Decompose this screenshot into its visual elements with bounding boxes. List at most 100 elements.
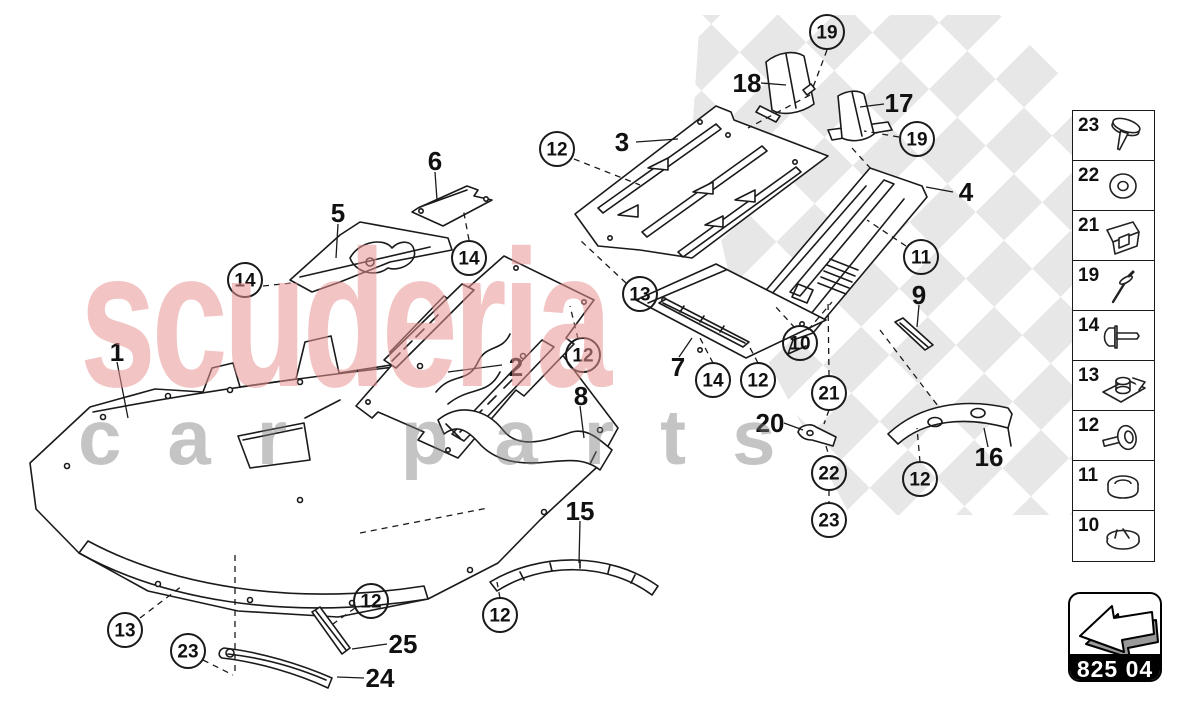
legend-item-number: 12: [1078, 415, 1100, 436]
back-arrow-icon: [1079, 605, 1159, 659]
part-label-16[interactable]: 16: [975, 442, 1004, 472]
callout-circle-14[interactable]: 14: [695, 362, 731, 398]
fastener-legend: 23 22 21 19 14 13 12 11 10: [1072, 110, 1155, 562]
part-label-25[interactable]: 25: [389, 629, 418, 659]
callout-circle-11[interactable]: 11: [903, 239, 939, 275]
part-strip-8: [437, 409, 613, 471]
part-label-7[interactable]: 7: [671, 352, 685, 382]
fastener-dots: [63, 352, 604, 607]
legend-item-number: 13: [1078, 365, 1100, 386]
legend-item-11[interactable]: 11: [1072, 460, 1155, 512]
svg-text:22: 22: [818, 464, 839, 485]
push-rivet-icon: [1093, 116, 1153, 163]
part-strip-9: [894, 317, 934, 351]
clip-nut-icon: [1093, 216, 1153, 263]
grommet-icon: [1093, 466, 1153, 513]
legend-item-number: 23: [1078, 115, 1100, 136]
legend-item-number: 21: [1078, 215, 1100, 236]
legend-item-22[interactable]: 22: [1072, 160, 1155, 212]
part-label-2[interactable]: 2: [509, 352, 523, 382]
part-label-20[interactable]: 20: [756, 408, 785, 438]
part-label-8[interactable]: 8: [574, 381, 588, 411]
legend-item-number: 22: [1078, 165, 1100, 186]
svg-text:12: 12: [360, 592, 381, 613]
callout-circle-12[interactable]: 12: [539, 131, 575, 167]
legend-item-23[interactable]: 23: [1072, 110, 1155, 162]
callout-circle-14[interactable]: 14: [451, 240, 487, 276]
washer-icon: [1093, 166, 1153, 213]
part-strip-15: [489, 559, 659, 596]
part-panel-4: [755, 167, 928, 355]
legend-item-number: 19: [1078, 265, 1100, 286]
legend-item-number: 11: [1078, 465, 1099, 486]
callout-circle-19[interactable]: 19: [809, 14, 845, 50]
dashed-leader-lines: [139, 49, 939, 676]
section-code-box[interactable]: 825 04: [1068, 592, 1162, 682]
svg-text:10: 10: [789, 334, 810, 355]
part-strip-24: [218, 647, 333, 689]
part-label-5[interactable]: 5: [331, 198, 345, 228]
legend-item-14[interactable]: 14: [1072, 310, 1155, 362]
callout-circle-12[interactable]: 12: [482, 597, 518, 633]
callout-circle-22[interactable]: 22: [811, 455, 847, 491]
callout-circle-14[interactable]: 14: [227, 262, 263, 298]
callout-circle-12[interactable]: 12: [353, 583, 389, 619]
callout-circle-12[interactable]: 12: [565, 337, 601, 373]
svg-text:12: 12: [572, 346, 593, 367]
part-label-1[interactable]: 1: [110, 337, 124, 367]
plug-icon: [1093, 516, 1153, 563]
part-bracket-16: [887, 402, 1013, 447]
svg-text:21: 21: [818, 384, 840, 405]
callout-circle-23[interactable]: 23: [811, 502, 847, 538]
legend-item-number: 10: [1078, 515, 1100, 536]
callout-circle-13[interactable]: 13: [622, 276, 658, 312]
callout-circle-13[interactable]: 13: [107, 612, 143, 648]
callout-circle-10[interactable]: 10: [782, 325, 818, 361]
part-panel-5: [289, 221, 453, 293]
part-label-6[interactable]: 6: [428, 146, 442, 176]
part-label-18[interactable]: 18: [733, 68, 762, 98]
svg-text:19: 19: [816, 23, 837, 44]
legend-item-19[interactable]: 19: [1072, 260, 1155, 312]
part-label-4[interactable]: 4: [959, 177, 974, 207]
svg-text:12: 12: [747, 371, 768, 392]
label-leader-lines: [116, 82, 989, 679]
part-bracket-18: [755, 51, 816, 123]
svg-text:19: 19: [906, 130, 927, 151]
svg-text:14: 14: [702, 371, 724, 392]
svg-text:12: 12: [546, 140, 567, 161]
svg-text:13: 13: [114, 621, 135, 642]
legend-item-10[interactable]: 10: [1072, 510, 1155, 562]
cage-clip-icon: [1093, 366, 1153, 413]
svg-text:14: 14: [458, 249, 480, 270]
svg-text:14: 14: [234, 271, 256, 292]
part-strip-25: [311, 606, 351, 655]
legend-item-12[interactable]: 12: [1072, 410, 1155, 462]
part-label-9[interactable]: 9: [912, 280, 926, 310]
section-arrow-area: [1070, 594, 1160, 659]
part-panel-3: [574, 105, 829, 259]
svg-text:12: 12: [489, 606, 510, 627]
part-label-3[interactable]: 3: [615, 127, 629, 157]
svg-text:23: 23: [818, 511, 839, 532]
callout-circle-23[interactable]: 23: [170, 633, 206, 669]
svg-text:11: 11: [911, 248, 932, 269]
callout-circle-21[interactable]: 21: [811, 375, 847, 411]
callout-circle-19[interactable]: 19: [899, 121, 935, 157]
svg-text:13: 13: [629, 285, 650, 306]
flange-screw-icon: [1093, 416, 1153, 463]
part-bracket-17: [827, 90, 893, 142]
legend-item-13[interactable]: 13: [1072, 360, 1155, 412]
legend-item-21[interactable]: 21: [1072, 210, 1155, 262]
callout-circle-12[interactable]: 12: [902, 461, 938, 497]
part-label-15[interactable]: 15: [566, 496, 595, 526]
svg-text:23: 23: [177, 642, 198, 663]
part-label-17[interactable]: 17: [885, 88, 914, 118]
part-bracket-20: [797, 424, 837, 447]
part-strip-7: [658, 298, 750, 348]
callout-circle-12[interactable]: 12: [740, 362, 776, 398]
part-label-24[interactable]: 24: [366, 663, 395, 693]
